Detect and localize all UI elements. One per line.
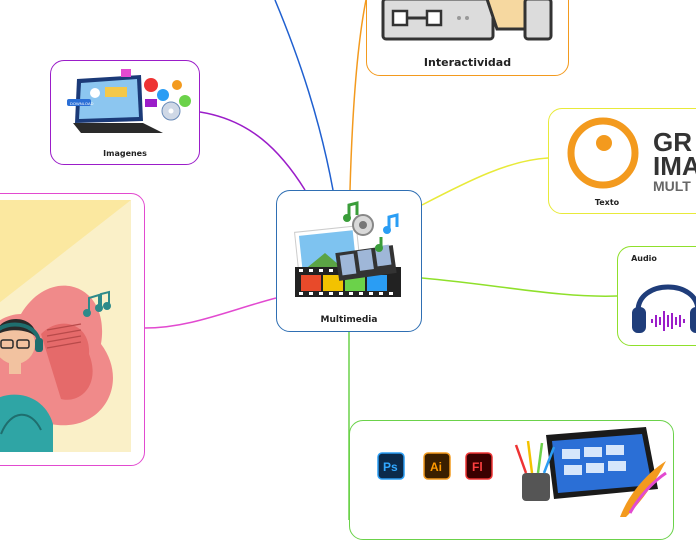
node-software[interactable]: Ps Ai Fl xyxy=(349,420,674,540)
connector-top-blue xyxy=(274,0,334,191)
connector-audio xyxy=(421,277,618,297)
node-animacion[interactable] xyxy=(0,193,145,466)
interactividad-label: Interactividad xyxy=(423,56,512,69)
connector-animacion xyxy=(144,297,277,329)
imagenes-label: Imagenes xyxy=(103,149,147,158)
texto-logo-line2: IMA xyxy=(653,151,696,181)
connector-imagenes xyxy=(199,111,306,191)
node-texto[interactable]: GR IMA MULT Texto xyxy=(548,108,696,214)
connector-interactividad xyxy=(349,0,367,191)
node-imagenes[interactable]: DOWNLOAD Imagenes xyxy=(50,60,200,165)
illustrator-icon: Ai xyxy=(430,460,442,474)
laptop-icons-illustration: DOWNLOAD xyxy=(67,69,191,133)
texto-logo: GR IMA MULT xyxy=(567,117,696,194)
connector-layer xyxy=(144,0,618,520)
node-multimedia[interactable]: Multimedia xyxy=(276,190,422,332)
laptop-badge: DOWNLOAD xyxy=(70,101,94,106)
texto-logo-line1: GR xyxy=(653,127,692,157)
texto-logo-line3: MULT xyxy=(653,178,691,194)
flash-icon: Fl xyxy=(472,460,483,474)
software-illustration: Ps Ai Fl xyxy=(377,427,667,517)
node-audio[interactable]: Audio xyxy=(617,246,696,346)
audio-label: Audio xyxy=(631,254,657,263)
texto-label: Texto xyxy=(594,198,620,207)
multimedia-illustration xyxy=(294,201,401,297)
person-headphones-illustration xyxy=(0,200,131,452)
node-interactividad[interactable]: Interactividad xyxy=(366,0,569,76)
multimedia-label: Multimedia xyxy=(320,315,378,325)
interactividad-illustration xyxy=(381,0,553,41)
headphones-icon xyxy=(632,284,696,333)
connector-texto xyxy=(421,157,549,206)
photoshop-icon: Ps xyxy=(383,460,398,474)
